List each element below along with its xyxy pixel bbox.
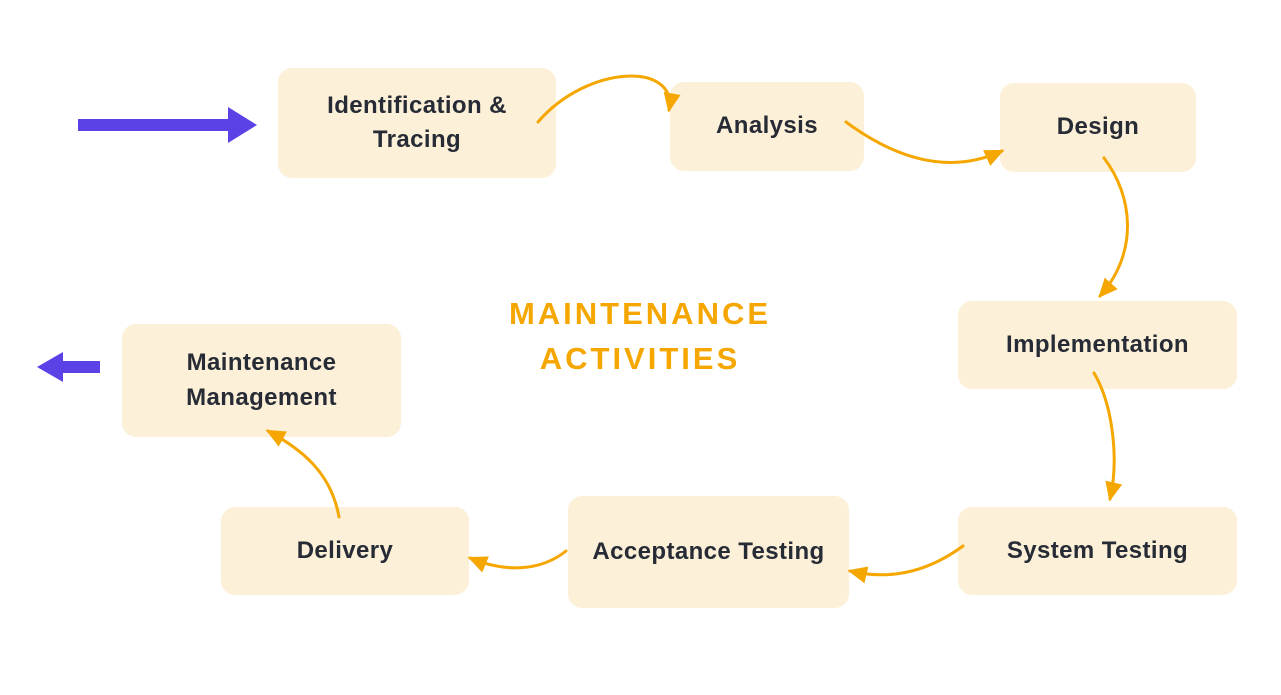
node-label: Analysis	[716, 112, 818, 140]
node-design: Design	[1000, 83, 1196, 172]
connector-identification-to-analysis	[536, 74, 681, 124]
node-label: Implementation	[1006, 330, 1189, 358]
node-label: Delivery	[296, 536, 394, 564]
node-label: Acceptance Testing	[592, 537, 825, 565]
connector-delivery-to-maintenance-management	[265, 429, 341, 519]
node-label: Design	[1056, 113, 1140, 141]
node-delivery: Delivery	[221, 507, 469, 595]
connector-implementation-to-system-testing	[1092, 371, 1123, 502]
node-analysis: Analysis	[670, 82, 864, 171]
node-maintenance-management: Maintenance Management	[122, 324, 401, 437]
connector-design-to-implementation	[1098, 156, 1129, 298]
entry-arrow-icon	[78, 107, 257, 143]
node-system-testing: System Testing	[958, 507, 1237, 595]
connector-analysis-to-design	[844, 120, 1005, 166]
node-implementation: Implementation	[958, 301, 1237, 389]
node-label: Identification & Tracing	[327, 91, 507, 153]
node-label: Maintenance Management	[186, 349, 337, 411]
connector-system-testing-to-acceptance-testing	[847, 544, 965, 584]
exit-arrow-icon	[37, 352, 100, 382]
node-label: System Testing	[1006, 536, 1189, 564]
node-acceptance-testing: Acceptance Testing	[568, 496, 849, 608]
diagram-title: MAINTENANCE ACTIVITIES	[508, 296, 772, 376]
node-identification-tracing: Identification & Tracing	[278, 68, 556, 178]
connector-acceptance-testing-to-delivery	[467, 549, 568, 573]
